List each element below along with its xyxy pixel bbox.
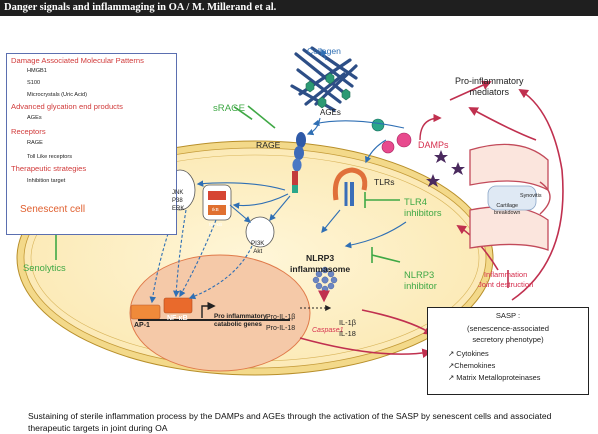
- inflammasome: [312, 266, 338, 293]
- rage-receptor: [292, 132, 306, 193]
- label-nfkb-small: NF-κB: [209, 222, 223, 227]
- ikb-box: [208, 191, 226, 200]
- label-akt: Akt: [253, 248, 263, 255]
- label-synovitis: Synovitis: [520, 193, 542, 199]
- legend-hmgb1: HMGB1: [27, 68, 47, 74]
- label-nlrp3-inhibitor-line2: inhibitor: [404, 280, 437, 291]
- legend-tlr: Toll Like receptors: [27, 154, 73, 160]
- legend-inhibition: Inhibition target: [27, 178, 66, 184]
- joint-illustration: [469, 143, 551, 251]
- label-rage: RAGE: [256, 140, 281, 150]
- tlr-receptor: [332, 167, 368, 206]
- feedback-arrows: [299, 80, 564, 358]
- damp-to-cell-arrow: [419, 113, 442, 141]
- figure: Damage Associated Molecular Patterns HMG…: [0, 16, 598, 433]
- age-hexagons: [305, 72, 351, 109]
- label-nfkb: NF-κB: [167, 315, 188, 322]
- damp-molecules: [371, 118, 412, 154]
- label-caspase1: Caspase1: [312, 327, 344, 334]
- label-ages: AGEs: [320, 108, 341, 117]
- label-cartilage-line1: Cartilage: [496, 203, 518, 209]
- sasp-subtitle-2: secretory phenotype): [472, 335, 544, 344]
- legend-strategies-title: Therapeutic strategies: [11, 164, 87, 173]
- sasp-title: SASP :: [495, 311, 521, 320]
- label-ap1: AP-1: [134, 322, 150, 329]
- legend-box: Damage Associated Molecular Patterns HMG…: [6, 53, 177, 235]
- label-ikb: IkB: [212, 207, 219, 212]
- sasp-box: SASP : (senescence-associated secretory …: [427, 307, 589, 395]
- nfkb-small-box: [208, 205, 226, 215]
- ap1-box: [130, 304, 161, 320]
- nucleus: [129, 254, 311, 372]
- label-il18: IL-18: [339, 329, 356, 338]
- legend-receptors-title: Receptors: [11, 127, 46, 136]
- label-pi3k: PI3K: [251, 240, 265, 247]
- label-senescent-cell: Senescent cell: [20, 204, 86, 215]
- gene-start-arrow: [201, 301, 216, 318]
- label-jnk: JNK: [172, 190, 184, 196]
- label-tlr4-line2: inhibitors: [404, 207, 442, 218]
- label-collagen: Collagen: [307, 46, 341, 56]
- label-nlrp3-inhibitor-line1: NLRP3: [404, 269, 435, 280]
- legend-rage: RAGE: [27, 140, 43, 146]
- label-pro-il18: Pro-IL-18: [266, 325, 296, 332]
- cytokine-arrows: [300, 290, 332, 311]
- signaling-arrows: [149, 48, 407, 304]
- article-header: Danger signals and inflammaging in OA / …: [0, 0, 598, 16]
- label-nlrp3-line2: inflammasome: [290, 264, 351, 274]
- label-genes-line2: catabolic genes: [214, 321, 262, 328]
- legend-age-title: Advanced glycation end products: [11, 102, 123, 111]
- sasp-item: ↗ Cytokines: [448, 349, 489, 358]
- sasp-item: ↗ Matrix Metalloproteinases: [448, 373, 541, 382]
- sasp-item: ↗Chemokines: [448, 361, 496, 370]
- legend-ages: AGEs: [27, 115, 42, 121]
- label-pro-inflam-line1: Pro-inflammatory: [455, 76, 524, 86]
- label-senolytics: Senolytics: [23, 262, 66, 273]
- nfkb-box: [163, 297, 193, 314]
- label-tlrs: TLRs: [374, 177, 395, 187]
- label-p38: P38: [172, 198, 183, 204]
- label-srage: sRAGE: [213, 103, 245, 114]
- sasp-subtitle-1: (senescence-associated: [467, 324, 549, 333]
- label-inflammation-line2: Joint destruction: [478, 280, 534, 289]
- label-genes: Pro inflammatory,catabolic genes: [214, 313, 268, 329]
- pi3k-complex: [245, 216, 275, 248]
- legend-damp-title: Damage Associated Molecular Patterns: [11, 56, 144, 65]
- label-tlr4-line1: TLR4: [404, 196, 427, 207]
- label-pro-il1b: Pro-IL-1β: [266, 314, 296, 321]
- label-pro-inflam-line2: mediators: [469, 87, 510, 97]
- label-damps: DAMPs: [418, 140, 449, 150]
- label-erk: ERK: [172, 206, 185, 212]
- figure-caption: Sustaining of sterile inflammation proce…: [28, 411, 552, 433]
- label-il1b: IL-1β: [339, 318, 356, 327]
- label-genes-line1: Pro inflammatory,: [214, 313, 268, 320]
- legend-microcrystals: Microcrystals (Uric Acid): [27, 92, 87, 98]
- legend-s100: S100: [27, 80, 41, 86]
- label-cartilage-line2: breakdown: [494, 210, 521, 216]
- microcrystal-stars: [426, 150, 465, 187]
- label-inflammation-line1: Inflammation: [483, 270, 528, 279]
- label-nlrp3-line1: NLRP3: [306, 253, 335, 263]
